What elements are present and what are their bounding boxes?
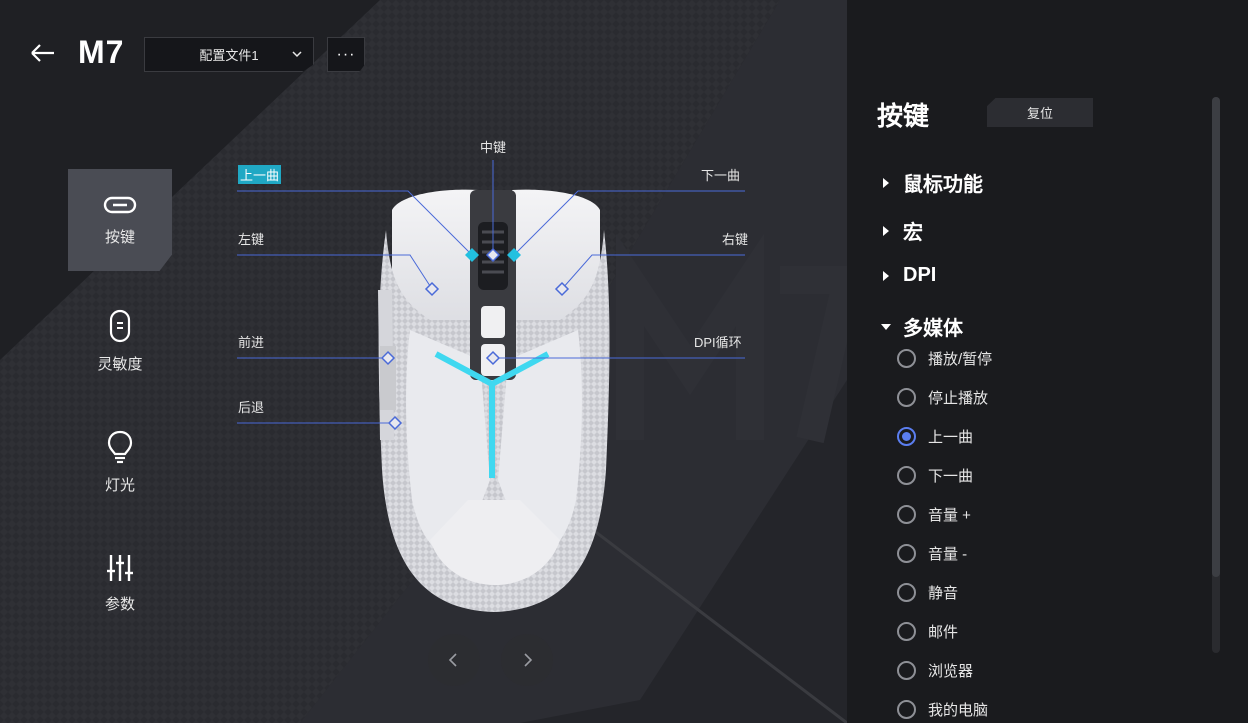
- option-browser[interactable]: 浏览器: [897, 660, 973, 681]
- nav-item-buttons[interactable]: 按键: [68, 169, 172, 271]
- callout-right-button[interactable]: 右键: [722, 232, 749, 247]
- mouse-illustration: [378, 189, 610, 612]
- sliders-icon: [107, 554, 133, 581]
- nav-item-parameters[interactable]: 参数: [68, 532, 172, 634]
- callout-forward[interactable]: 前进: [238, 335, 265, 350]
- option-label: 停止播放: [928, 390, 989, 407]
- watermark-m7: [616, 233, 847, 444]
- profile-dropdown[interactable]: 配置文件1: [144, 37, 314, 72]
- nav-item-lighting[interactable]: 灯光: [68, 411, 172, 513]
- section-macro[interactable]: 宏: [879, 216, 923, 245]
- callout-left-button[interactable]: 左键: [238, 232, 265, 247]
- section-label: DPI: [903, 264, 937, 286]
- option-label: 邮件: [928, 624, 959, 641]
- callout-back[interactable]: 后退: [238, 400, 265, 415]
- option-prev-track[interactable]: 上一曲: [897, 426, 973, 447]
- callout-prev-track[interactable]: 上一曲: [238, 165, 282, 184]
- chevron-right-icon: [524, 653, 533, 667]
- caret-right-icon: [883, 177, 889, 188]
- lightbulb-icon: [107, 430, 133, 463]
- section-multimedia[interactable]: 多媒体: [879, 312, 963, 341]
- profile-dropdown-value: 配置文件1: [199, 48, 259, 63]
- back-arrow-icon[interactable]: [28, 38, 58, 68]
- option-volume-up[interactable]: 音量 +: [897, 504, 971, 525]
- reset-button[interactable]: 复位: [987, 98, 1093, 127]
- panel-title: 按键: [877, 101, 930, 131]
- caret-right-icon: [883, 225, 889, 236]
- nav-label: 按键: [104, 228, 135, 246]
- panel-scrollbar[interactable]: [1212, 97, 1220, 653]
- section-label: 鼠标功能: [903, 174, 983, 196]
- callout-dpi-cycle[interactable]: DPI循环: [694, 335, 742, 350]
- option-play-pause[interactable]: 播放/暂停: [897, 348, 992, 369]
- radio-button[interactable]: [897, 622, 916, 641]
- section-dpi[interactable]: DPI: [879, 264, 936, 287]
- option-label: 浏览器: [928, 663, 974, 680]
- option-mail[interactable]: 邮件: [897, 621, 958, 642]
- option-stop[interactable]: 停止播放: [897, 387, 988, 408]
- option-label: 我的电脑: [928, 702, 989, 719]
- option-volume-down[interactable]: 音量 -: [897, 543, 967, 564]
- chevron-left-icon: [448, 653, 457, 667]
- option-label: 静音: [928, 585, 959, 602]
- radio-button[interactable]: [897, 427, 916, 446]
- option-next-track[interactable]: 下一曲: [897, 465, 973, 486]
- callout-lines: [237, 160, 745, 424]
- option-label: 音量 +: [928, 507, 971, 524]
- nav-label: 灵敏度: [97, 355, 143, 373]
- caret-right-icon: [883, 270, 889, 281]
- mouse-sensitivity-icon: [109, 309, 131, 342]
- radio-button[interactable]: [897, 388, 916, 407]
- main-view: M7 配置文件1 ··· 按键 灵敏度 灯光 参数 中键 上一曲 下一曲 左键 …: [0, 0, 847, 723]
- next-view-button[interactable]: [501, 634, 553, 686]
- nav-item-sensitivity[interactable]: 灵敏度: [68, 290, 172, 392]
- nav-label: 灯光: [104, 476, 135, 494]
- more-options-button[interactable]: ···: [327, 37, 365, 72]
- section-label: 宏: [903, 222, 923, 244]
- option-label: 音量 -: [928, 546, 968, 563]
- option-label: 下一曲: [928, 468, 974, 485]
- radio-button[interactable]: [897, 349, 916, 368]
- active-markers: [465, 248, 521, 262]
- option-label: 上一曲: [928, 429, 974, 446]
- prev-view-button[interactable]: [428, 634, 480, 686]
- section-mouse-functions[interactable]: 鼠标功能: [879, 168, 983, 197]
- chevron-down-icon: [292, 51, 302, 58]
- callout-middle-button[interactable]: 中键: [480, 140, 507, 155]
- option-my-computer[interactable]: 我的电脑: [897, 699, 988, 720]
- radio-button[interactable]: [897, 661, 916, 680]
- radio-button[interactable]: [897, 544, 916, 563]
- radio-button[interactable]: [897, 466, 916, 485]
- background-decoration: [0, 0, 847, 723]
- section-label: 多媒体: [903, 318, 963, 340]
- callout-next-track[interactable]: 下一曲: [701, 168, 741, 183]
- button-markers: [380, 247, 570, 431]
- radio-button[interactable]: [897, 505, 916, 524]
- key-settings-panel: 按键 复位 鼠标功能 宏 DPI 多媒体 播放/暂停 停止播放 上一曲 下一曲 …: [847, 0, 1248, 723]
- nav-label: 参数: [104, 595, 135, 613]
- radio-button[interactable]: [897, 700, 916, 719]
- radio-button[interactable]: [897, 583, 916, 602]
- option-mute[interactable]: 静音: [897, 582, 958, 603]
- scrollbar-thumb[interactable]: [1212, 97, 1220, 577]
- model-title: M7: [78, 34, 125, 70]
- mouse-button-icon: [103, 196, 137, 213]
- caret-down-icon: [881, 323, 891, 330]
- option-label: 播放/暂停: [928, 351, 993, 368]
